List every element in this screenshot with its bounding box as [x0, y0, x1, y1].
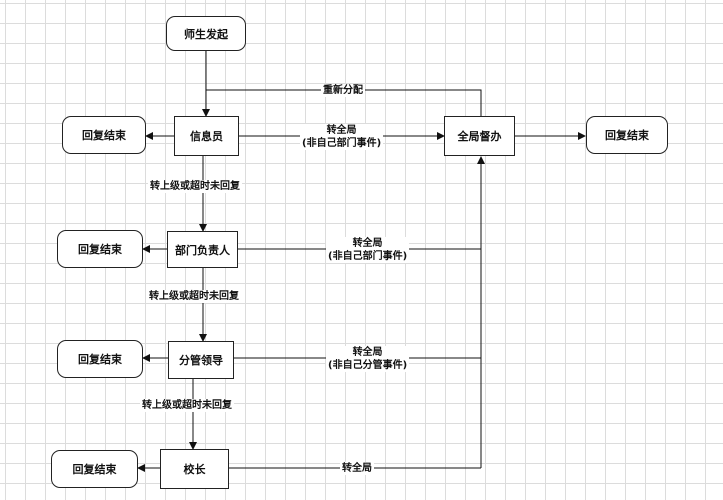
edge-label-escalate: 转上级或超时未回复 [147, 290, 241, 303]
edge-reassign [206, 89, 482, 116]
edge-label-escalate: 转上级或超时未回复 [140, 399, 234, 412]
edge-label-to-global: 转全局 (非自己部门事件) [326, 237, 410, 263]
edge-label-reassign: 重新分配 [321, 84, 365, 97]
node-reply-end: 回复结束 [51, 450, 138, 488]
node-reply-end: 回复结束 [62, 116, 146, 154]
edge-label-to-global: 转全局 (非自己部门事件) [300, 124, 384, 150]
edge-label-to-global: 转全局 [340, 462, 374, 475]
node-start: 师生发起 [166, 16, 246, 51]
node-division-leader: 分管领导 [168, 341, 234, 379]
node-principal: 校长 [160, 449, 229, 489]
node-dept-head: 部门负责人 [167, 231, 238, 268]
node-info-officer: 信息员 [174, 116, 239, 156]
edge-label-to-global: 转全局 (非自己分管事件) [326, 346, 410, 372]
node-reply-end: 回复结束 [57, 230, 143, 268]
edge-label-escalate: 转上级或超时未回复 [148, 180, 242, 193]
node-global-supervision: 全局督办 [444, 116, 515, 156]
node-reply-end: 回复结束 [57, 340, 143, 378]
node-reply-end: 回复结束 [586, 116, 668, 154]
